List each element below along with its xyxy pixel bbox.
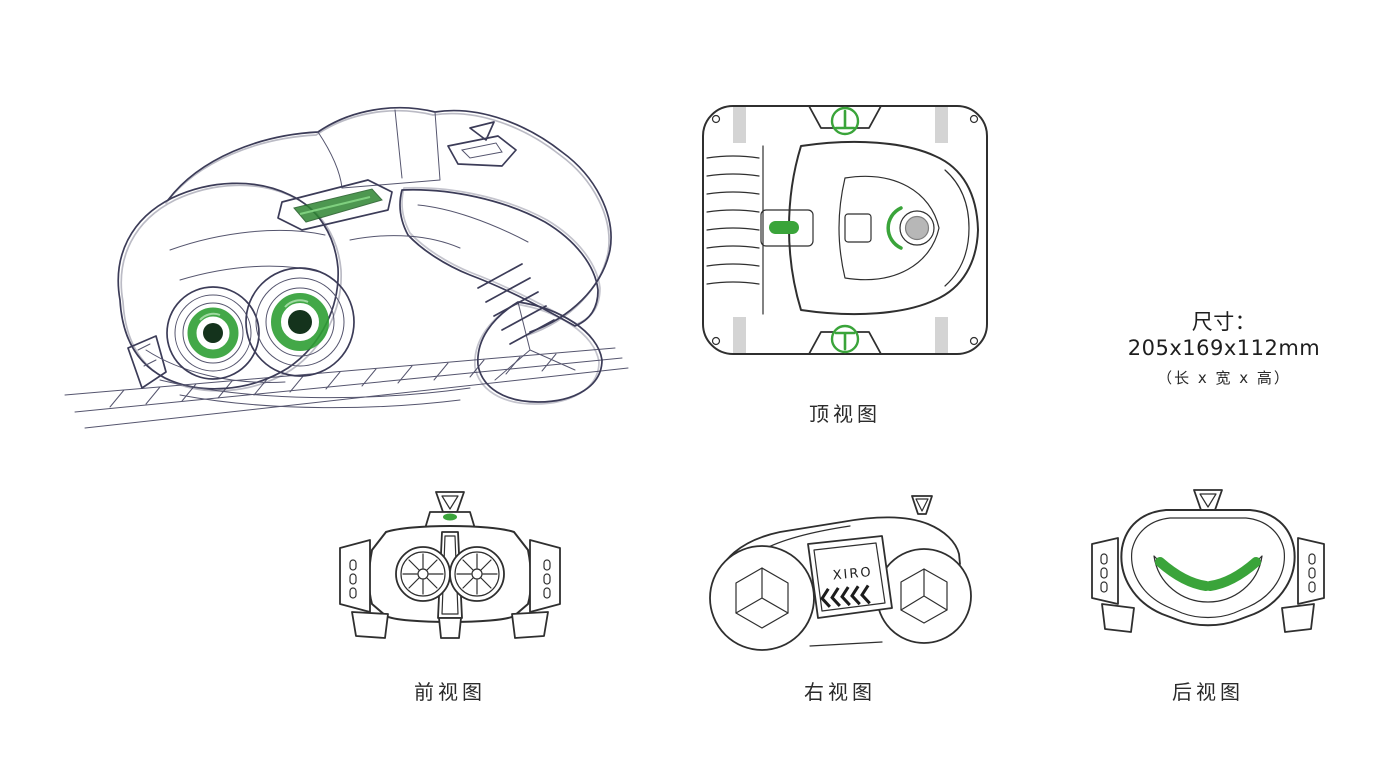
green-accent-left	[1155, 557, 1211, 591]
dimensions-block: 尺寸：205x169x112mm （长 x 宽 x 高）	[1096, 306, 1352, 388]
left-lens	[166, 286, 260, 380]
green-arc	[886, 206, 903, 250]
top-view-label: 顶视图	[809, 402, 881, 426]
right-view-label: 右视图	[804, 680, 876, 704]
rear-wheel	[709, 545, 815, 651]
green-accent-right	[1205, 557, 1261, 591]
rear-antenna-icon	[1193, 489, 1223, 511]
ground-shadow	[64, 347, 629, 429]
top-view-drawing	[702, 105, 988, 355]
green-dot	[443, 513, 457, 521]
chevron-vents-icon	[820, 584, 871, 608]
perspective-sketch	[50, 50, 650, 470]
rear-view-drawing	[1091, 489, 1325, 633]
right-view: XIRO 右视图	[690, 486, 990, 704]
visor	[277, 179, 393, 231]
side-antenna-icon	[911, 495, 933, 515]
tread-top-left	[733, 107, 746, 143]
brand-logo: XIRO	[832, 565, 873, 583]
right-side-pod	[511, 539, 561, 639]
rear-right-pod	[1281, 537, 1325, 633]
front-view: 前视图	[330, 486, 570, 704]
perspective-sketch-drawing	[64, 106, 629, 429]
left-fan	[395, 546, 451, 602]
rear-shell	[1120, 509, 1296, 627]
camera-ring	[899, 210, 935, 246]
right-lens	[245, 267, 355, 377]
center-panel: XIRO	[807, 535, 893, 647]
rear-left-pod	[1091, 537, 1135, 633]
right-fan	[449, 546, 505, 602]
right-view-drawing: XIRO	[709, 495, 972, 651]
front-view-drawing	[339, 491, 561, 639]
rear-view-label: 后视图	[1172, 680, 1244, 704]
top-view: 顶视图	[695, 98, 995, 426]
hatch	[844, 213, 872, 243]
sketch-vent-slats	[477, 263, 555, 345]
dimension-legend: （长 x 宽 x 高）	[1157, 369, 1291, 387]
front-wheel	[876, 548, 972, 644]
front-t-marker-icon	[808, 105, 882, 136]
sketch-antenna	[447, 121, 517, 167]
tread-top-right	[935, 107, 948, 143]
left-side-pod	[339, 539, 389, 639]
vent-slats	[706, 145, 764, 315]
tread-bottom-left	[733, 317, 746, 353]
front-antenna-icon	[435, 491, 465, 513]
vehicle-body-sketch	[117, 106, 612, 409]
rear-view: 后视图	[1088, 486, 1328, 704]
tread-bottom-right	[935, 317, 948, 353]
front-view-label: 前视图	[414, 680, 486, 704]
green-indicator-bar	[769, 221, 799, 234]
camera-lens	[904, 215, 930, 241]
canopy	[760, 140, 979, 316]
dimension-size: 尺寸：205x169x112mm	[1127, 310, 1321, 360]
rear-t-marker-icon	[808, 324, 882, 355]
